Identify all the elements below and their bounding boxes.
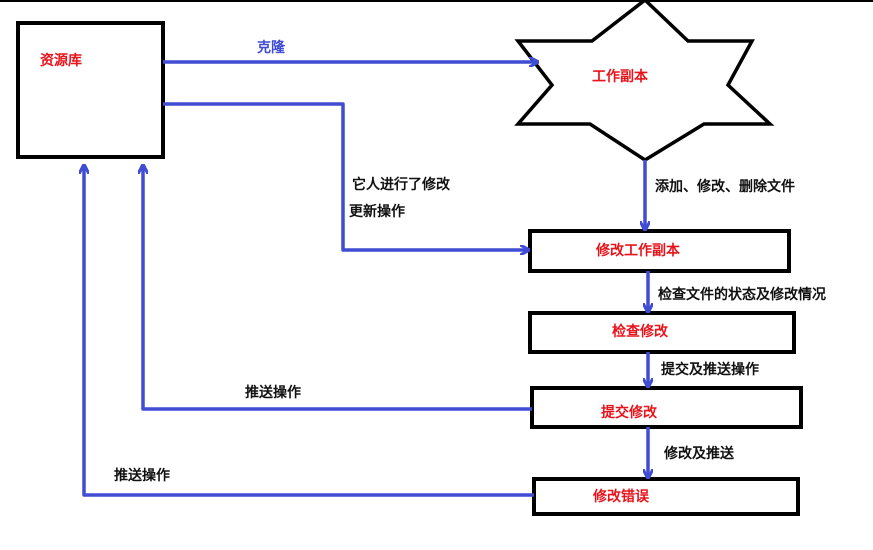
commit-modify-box — [530, 386, 803, 429]
push-label-commit: 推送操作 — [245, 385, 301, 401]
commit-push-label: 提交及推送操作 — [661, 362, 759, 378]
check-status-label: 检查文件的状态及修改情况 — [658, 287, 826, 303]
push-label-fix: 推送操作 — [114, 468, 170, 484]
modify-push-label: 修改及推送 — [664, 446, 734, 462]
check-modify-label: 检查修改 — [612, 324, 668, 340]
modify-working-copy-box — [528, 229, 791, 273]
clone-label: 克隆 — [257, 40, 285, 56]
top-border-line — [0, 0, 873, 2]
working-copy-label: 工作副本 — [592, 69, 648, 85]
others-modified-label: 它人进行了修改 — [352, 177, 450, 193]
fix-error-box — [532, 477, 800, 516]
repository-box — [16, 21, 165, 159]
fix-error-label: 修改错误 — [593, 489, 649, 505]
repository-label: 资源库 — [40, 53, 82, 69]
check-modify-box — [528, 311, 796, 354]
add-modify-delete-label: 添加、修改、删除文件 — [655, 179, 795, 195]
commit-modify-label: 提交修改 — [601, 405, 657, 421]
modify-working-copy-label: 修改工作副本 — [596, 243, 680, 259]
update-arrow — [163, 102, 528, 250]
update-operation-label: 更新操作 — [349, 204, 405, 220]
push-arrow-commit — [143, 166, 532, 411]
push-arrow-fix — [84, 166, 534, 497]
